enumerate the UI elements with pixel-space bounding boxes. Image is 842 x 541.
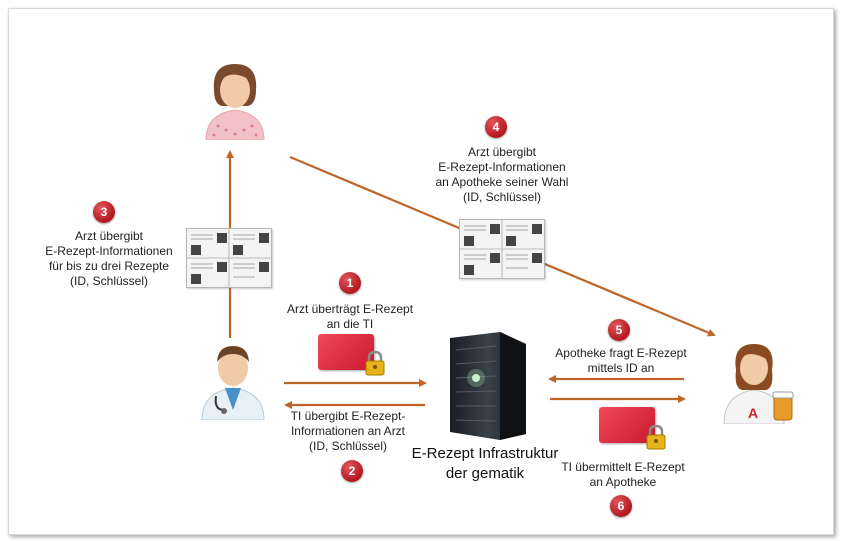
step-3-line: Arzt übergibt [74, 229, 144, 243]
diagram-frame [8, 8, 834, 535]
pharmacist-icon: A [723, 344, 794, 424]
step-6-line: an Apotheke [589, 475, 657, 489]
step-badge-1: 1 [339, 272, 361, 294]
step-badge-2: 2 [341, 460, 363, 482]
step-badge-6: 6 [610, 495, 632, 517]
step-2-line: Informationen an Arzt [290, 424, 406, 438]
prescription-document-icon [459, 219, 545, 279]
step-1-line: an die TI [326, 317, 374, 331]
step-2-line: (ID, Schlüssel) [308, 439, 388, 453]
step-4-line: (ID, Schlüssel) [462, 190, 542, 204]
ecard-icon [599, 407, 655, 443]
step-4-line: an Apotheke seiner Wahl [435, 175, 569, 189]
step-6-line: TI übermittelt E-Rezept [561, 460, 685, 474]
step-4-line: Arzt übergibt [467, 145, 537, 159]
step-2-text: TI übergibt E-Rezept- Informationen an A… [284, 409, 412, 454]
step-4-line: E-Rezept-Informationen [438, 160, 566, 174]
step-1-line: Arzt überträgt E-Rezept [286, 302, 414, 316]
ecard-icon [318, 334, 374, 370]
step-badge-5: 5 [608, 319, 630, 341]
server-label-line: der gematik [445, 465, 525, 482]
step-badge-3: 3 [93, 201, 115, 223]
step-badge-4: 4 [485, 116, 507, 138]
server-icon [450, 332, 526, 440]
server-label: E-Rezept Infrastruktur der gematik [400, 444, 570, 484]
step-3-line: (ID, Schlüssel) [69, 274, 149, 288]
lock-icon [365, 350, 385, 376]
step-3-text: Arzt übergibt E-Rezept-Informationen für… [40, 229, 178, 289]
step-6-text: TI übermittelt E-Rezept an Apotheke [554, 460, 692, 490]
server-label-line: E-Rezept Infrastruktur [411, 445, 559, 462]
step-4-text: Arzt übergibt E-Rezept-Informationen an … [428, 145, 576, 205]
step-3-line: für bis zu drei Rezepte [48, 259, 170, 273]
step-5-text: Apotheke fragt E-Rezept mittels ID an [552, 346, 690, 376]
step-5-line: mittels ID an [587, 361, 655, 375]
step-1-text: Arzt überträgt E-Rezept an die TI [284, 302, 416, 332]
lock-icon [646, 424, 666, 450]
prescription-document-icon [186, 228, 272, 288]
step-5-line: Apotheke fragt E-Rezept [555, 346, 687, 360]
doctor-icon [201, 346, 265, 420]
patient-icon [205, 64, 265, 140]
step-2-line: TI übergibt E-Rezept- [290, 409, 406, 423]
svg-text:A: A [748, 405, 758, 421]
step-3-line: E-Rezept-Informationen [45, 244, 173, 258]
